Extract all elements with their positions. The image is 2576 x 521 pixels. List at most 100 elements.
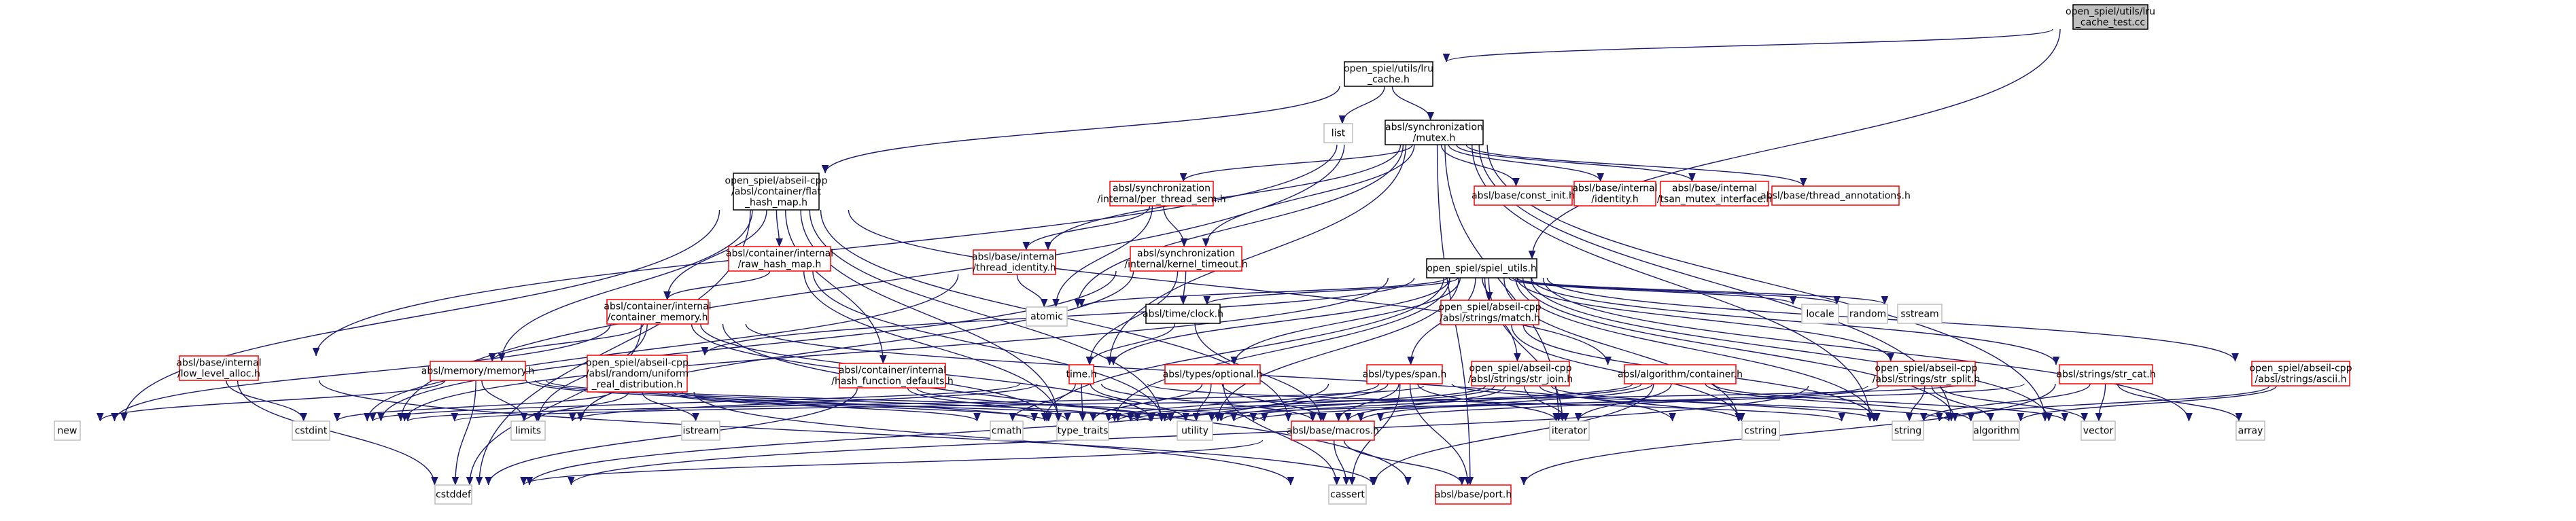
node-span[interactable]: absl/types/span.h (1363, 364, 1447, 384)
node-label: absl/base/internal (972, 252, 1057, 263)
node-lru[interactable]: open_spiel/utils/lru_cache.h (1344, 61, 1433, 87)
node-str_cat[interactable]: absl/strings/str_cat.h (2056, 364, 2156, 384)
node-low_level[interactable]: absl/base/internal/low_level_alloc.h (176, 355, 262, 381)
node-macros[interactable]: absl/base/macros.h (1287, 420, 1379, 441)
edge-span-to-cstddef (525, 383, 1329, 486)
node-label: absl/base/internal (176, 358, 261, 369)
node-hash_fn[interactable]: absl/container/internal/hash_function_de… (831, 363, 954, 389)
node-box (1471, 361, 1570, 387)
node-flat[interactable]: open_spiel/abseil-cpp/absl/container/fla… (725, 173, 828, 211)
node-clock[interactable]: absl/time/clock.h (1143, 304, 1223, 324)
node-spiel_utils[interactable]: open_spiel/spiel_utils.h (1426, 258, 1537, 279)
edge-str_cat-to-type_traits (1161, 383, 2025, 422)
node-ascii[interactable]: open_spiel/abseil-cpp/absl/strings/ascii… (2250, 361, 2352, 387)
edge-spiel_utils-to-random (1512, 277, 1841, 305)
node-label: absl/types/optional.h (1163, 370, 1263, 380)
edge-macros-to-cstddef (520, 439, 1264, 486)
node-label: open_spiel/abseil-cpp (586, 358, 689, 369)
edge-algo_cont-to-vector (1713, 383, 2068, 422)
node-box (430, 361, 526, 381)
node-label: open_spiel/abseil-cpp (1875, 363, 1978, 374)
node-tsan[interactable]: absl/base/internal/tsan_mutex_interface.… (1657, 181, 1772, 206)
node-label: cstring (1745, 426, 1777, 437)
node-label: /tsan_mutex_interface.h (1657, 194, 1772, 205)
node-label: absl/base/thread_annotations.h (1760, 191, 1911, 202)
node-box (587, 355, 688, 393)
edge-flat-to-cstddef (475, 209, 751, 486)
node-label: absl/time/clock.h (1143, 309, 1223, 320)
node-label: /absl/strings/ascii.h (2255, 374, 2347, 385)
edge-pts-to-kernel_to (1163, 205, 1188, 247)
node-raw_hash[interactable]: absl/container/internal/raw_hash_map.h (726, 246, 833, 272)
edge-spiel_utils-to-str_split (1516, 277, 1894, 362)
node-box (733, 173, 820, 211)
node-identity[interactable]: absl/base/internal/identity.h (1572, 181, 1658, 206)
node-root[interactable]: open_spiel/utils/lru_cache_test.cc (2066, 4, 2155, 30)
node-vector: vector (2081, 420, 2116, 441)
node-label: istream (683, 426, 719, 437)
edge-ascii-to-string (1936, 385, 2270, 422)
node-label: cmath (992, 426, 1022, 437)
node-str_split[interactable]: open_spiel/abseil-cpp/absl/strings/str_s… (1873, 361, 1981, 387)
node-uniform[interactable]: open_spiel/abseil-cpp/absl/random/unifor… (586, 355, 689, 393)
edge-span-to-iterator (1417, 383, 1560, 422)
node-str_join[interactable]: open_spiel/abseil-cpp/absl/strings/str_j… (1468, 361, 1573, 387)
edge-ascii-to-algorithm (2017, 385, 2277, 422)
node-label: absl/algorithm/container.h (1618, 370, 1743, 380)
node-box (1801, 304, 1839, 324)
edge-raw_hash-to-cont_mem (663, 270, 771, 300)
node-label: _cache.h (1367, 75, 1410, 86)
edge-optional-to-cassert (1223, 383, 1340, 486)
node-label: sstream (1900, 309, 1938, 320)
node-box (1440, 300, 1539, 325)
edge-uniform-to-cmath (666, 391, 981, 422)
node-label: open_spiel/utils/lru (1344, 64, 1433, 75)
edge-flat-to-new (120, 209, 720, 422)
node-label: absl/synchronization (1137, 249, 1235, 259)
edge-uniform-to-limits (533, 391, 629, 422)
node-label: open_spiel/spiel_utils.h (1427, 264, 1537, 274)
node-mutex[interactable]: absl/synchronization/mutex.h (1385, 120, 1484, 145)
edge-spiel_utils-to-clock (1203, 277, 1459, 305)
node-label: iterator (1552, 426, 1587, 437)
node-type_traits: type_traits (1056, 420, 1109, 441)
node-pts[interactable]: absl/synchronization/internal/per_thread… (1097, 181, 1226, 206)
node-kernel_to[interactable]: absl/synchronization/internal/kernel_tim… (1124, 246, 1248, 272)
node-box (1164, 364, 1261, 384)
node-label: open_spiel/utils/lru (2066, 7, 2155, 18)
node-match[interactable]: open_spiel/abseil-cpp/absl/strings/match… (1439, 300, 1542, 325)
node-label: absl/base/macros.h (1287, 426, 1379, 437)
node-label: /raw_hash_map.h (738, 259, 822, 270)
edge-spiel_utils-to-time (1109, 277, 1450, 365)
node-label: /absl/strings/str_join.h (1468, 374, 1573, 385)
edge-kernel_to-to-time (1086, 270, 1179, 365)
node-algo_cont[interactable]: absl/algorithm/container.h (1618, 364, 1743, 384)
edge-mutex-to-thread_id (1044, 144, 1402, 251)
node-mem[interactable]: absl/memory/memory.h (421, 361, 534, 381)
node-box (973, 249, 1056, 275)
node-box (1771, 185, 1900, 206)
node-port[interactable]: absl/base/port.h (1435, 484, 1512, 505)
node-label: /internal/kernel_timeout.h (1124, 259, 1247, 270)
edge-time-to-type_traits (1079, 383, 1087, 422)
edge-time-to-cstdint (369, 383, 1021, 422)
node-label: /absl/strings/str_split.h (1873, 374, 1981, 385)
node-label: absl/base/internal (1572, 183, 1657, 194)
node-box (1344, 61, 1433, 87)
node-box (990, 420, 1024, 441)
edge-optional-to-type_traits (1090, 383, 1203, 422)
node-cont_mem[interactable]: absl/container/internal/container_memory… (604, 299, 712, 325)
node-label: absl/memory/memory.h (421, 366, 534, 377)
node-label: absl/strings/str_cat.h (2056, 370, 2155, 380)
edge-str_cat-to-array (2117, 383, 2243, 422)
edge-time-to-string (1147, 383, 1845, 422)
node-box (1109, 181, 1214, 206)
edge-spiel_utils-to-vector (1530, 277, 2053, 422)
node-thread_id[interactable]: absl/base/internal/thread_identity.h (972, 249, 1057, 275)
node-label: /container_memory.h (608, 312, 708, 323)
node-thread_ann[interactable]: absl/base/thread_annotations.h (1760, 185, 1911, 206)
node-const_init[interactable]: absl/base/const_init.h (1472, 185, 1575, 206)
node-time[interactable]: time.h (1066, 364, 1097, 384)
node-optional[interactable]: absl/types/optional.h (1163, 364, 1263, 384)
node-label: /thread_identity.h (973, 263, 1056, 274)
